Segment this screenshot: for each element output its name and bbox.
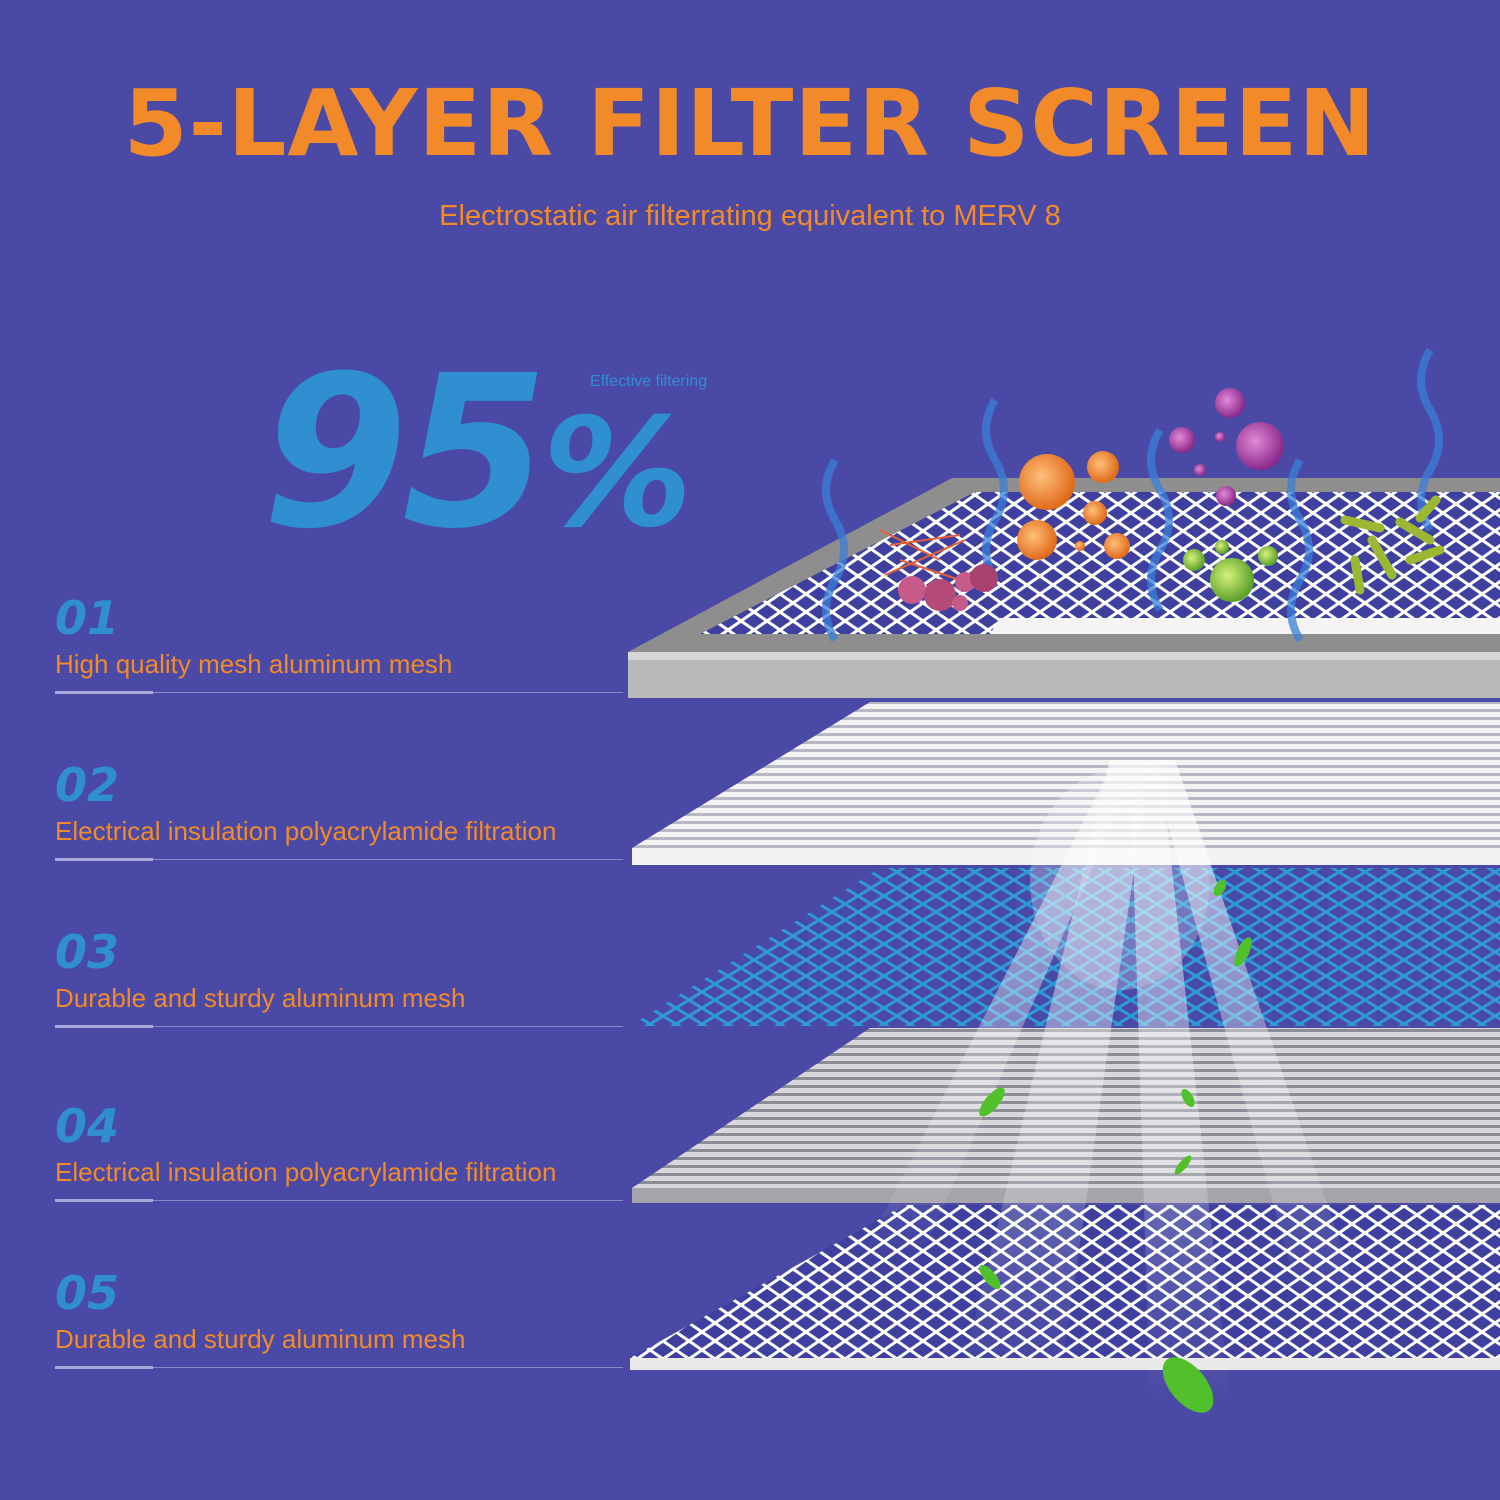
bacteria-particle-icons	[1183, 495, 1445, 602]
layer-label: Electrical insulation polyacrylamide fil…	[55, 1157, 557, 1187]
layer-label: Durable and sturdy aluminum mesh	[55, 983, 466, 1013]
air-wisp-icons	[822, 347, 1443, 643]
layer-item-02: 02 Electrical insulation polyacrylamide …	[55, 762, 623, 847]
page-subtitle: Electrostatic air filterrating equivalen…	[439, 200, 1061, 232]
air-flow-beams	[860, 760, 1360, 1400]
efficiency-percentage: 95%	[262, 348, 693, 561]
layer-label: Electrical insulation polyacrylamide fil…	[55, 816, 557, 846]
layer-item-04: 04 Electrical insulation polyacrylamide …	[55, 1103, 623, 1188]
layer-01-mesh	[628, 478, 1500, 698]
leaf-icons	[979, 879, 1252, 1413]
dust-particle-icons	[1017, 451, 1130, 560]
pollen-particle-icons	[879, 529, 998, 611]
divider	[55, 1366, 623, 1369]
divider-accent	[55, 691, 153, 694]
efficiency-caption: Effective filtering	[590, 373, 708, 390]
layer-item-01: 01 High quality mesh aluminum mesh	[55, 595, 623, 680]
percent-sign: %	[542, 387, 692, 561]
layer-number: 03	[55, 925, 120, 979]
divider	[55, 858, 623, 861]
divider	[55, 1025, 623, 1028]
layer-label: High quality mesh aluminum mesh	[55, 649, 453, 679]
divider-accent	[55, 1199, 153, 1202]
virus-particle-icons	[1169, 388, 1284, 506]
divider	[55, 691, 623, 694]
layer-number: 04	[55, 1099, 120, 1153]
layer-label: Durable and sturdy aluminum mesh	[55, 1324, 466, 1354]
divider-accent	[55, 858, 153, 861]
divider-accent	[55, 1366, 153, 1369]
layer-number: 05	[55, 1266, 120, 1320]
layer-item-05: 05 Durable and sturdy aluminum mesh	[55, 1270, 623, 1355]
efficiency-value: 95	[262, 330, 548, 575]
layer-number: 02	[55, 758, 120, 812]
page-title: 5-LAYER FILTER SCREEN	[123, 70, 1377, 177]
layer-number: 01	[55, 591, 120, 645]
layer-item-03: 03 Durable and sturdy aluminum mesh	[55, 929, 623, 1014]
divider-accent	[55, 1025, 153, 1028]
divider	[55, 1199, 623, 1202]
